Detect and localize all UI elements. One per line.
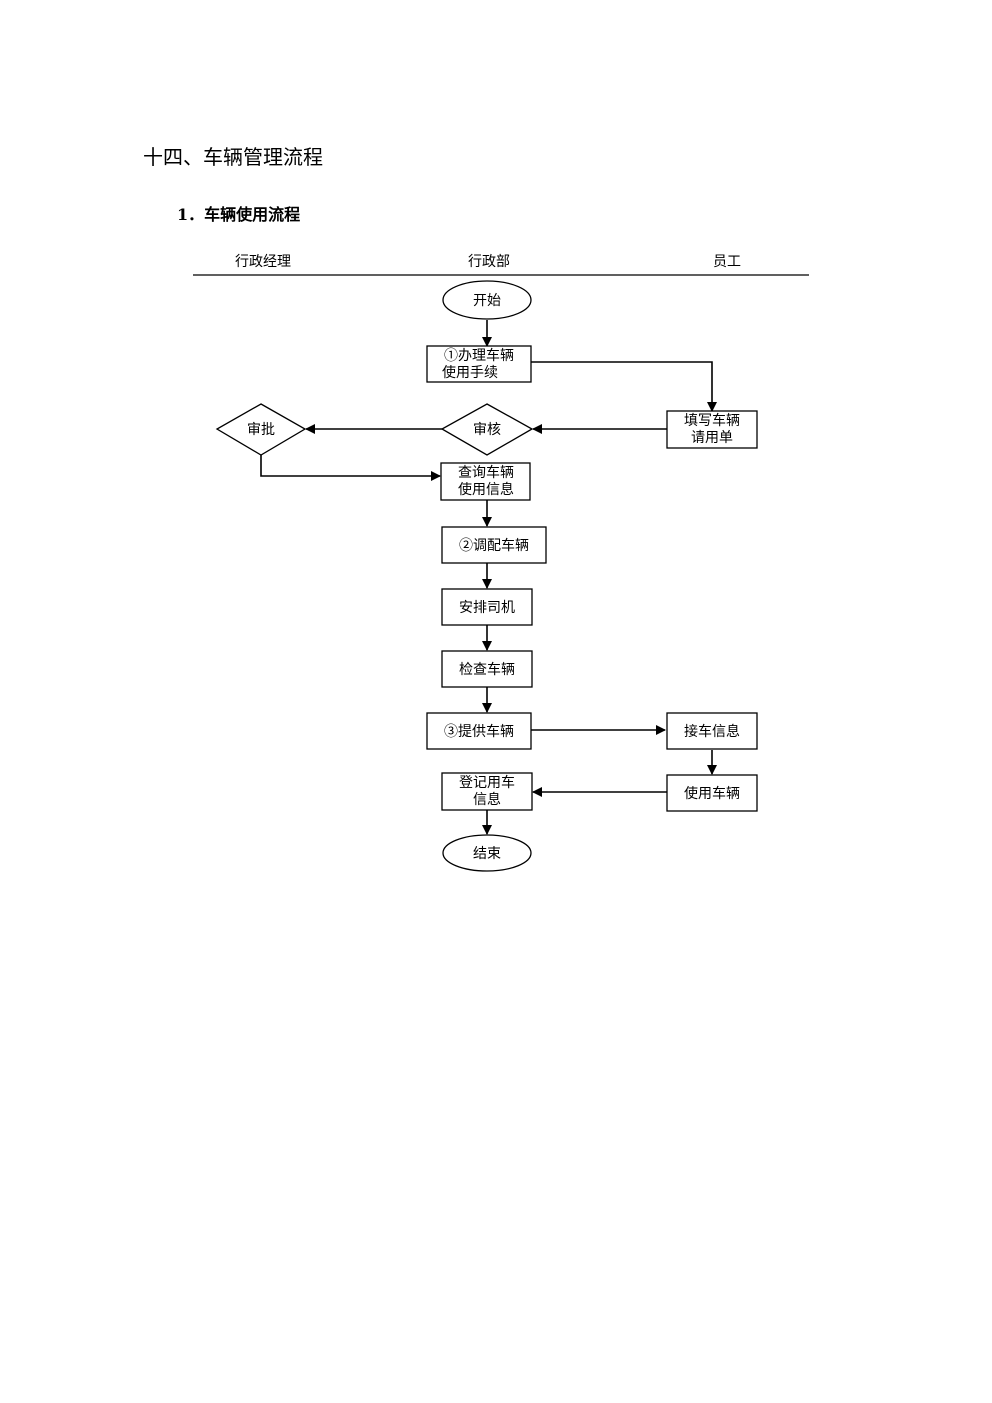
node-start: 开始	[442, 280, 532, 320]
node-review: 审核	[440, 403, 534, 456]
node-review-label: 审核	[473, 422, 501, 438]
node-handle-procedures: ①办理车辆 使用手续	[426, 345, 532, 383]
subsection-title: 1．车辆使用流程	[177, 205, 301, 224]
node-pickup-info: 接车信息	[666, 712, 758, 750]
node-handle-line2: 使用手续	[442, 364, 498, 381]
node-query-line2: 使用信息	[458, 481, 514, 498]
node-pickup-label: 接车信息	[684, 723, 740, 740]
node-start-label: 开始	[473, 293, 501, 309]
node-dispatch-label: ②调配车辆	[459, 537, 529, 554]
node-query-usage: 查询车辆 使用信息	[440, 462, 531, 501]
node-end-label: 结束	[473, 846, 501, 862]
node-dispatch-vehicle: ②调配车辆	[441, 526, 547, 564]
node-record-line2: 信息	[473, 791, 501, 808]
node-handle-line1: ①办理车辆	[444, 347, 514, 364]
node-approve: 审批	[215, 403, 307, 456]
node-record-usage: 登记用车 信息	[441, 772, 533, 811]
node-inspect-label: 检查车辆	[459, 661, 515, 678]
node-fill-request: 填写车辆 请用单	[666, 410, 758, 449]
node-record-line1: 登记用车	[459, 774, 515, 791]
node-approve-label: 审批	[247, 422, 275, 438]
node-use-label: 使用车辆	[684, 785, 740, 802]
lane-label-employee: 员工	[713, 254, 741, 270]
lane-label-manager: 行政经理	[235, 254, 291, 270]
node-use-vehicle: 使用车辆	[666, 774, 758, 812]
node-fill-line1: 填写车辆	[684, 412, 740, 429]
lane-label-admin: 行政部	[468, 254, 510, 270]
node-inspect-vehicle: 检查车辆	[441, 650, 533, 688]
node-provide-label: ③提供车辆	[444, 723, 514, 740]
node-arrange-label: 安排司机	[459, 600, 515, 616]
node-end: 结束	[442, 834, 532, 872]
node-arrange-driver: 安排司机	[441, 588, 533, 626]
arrow-handle-to-fill	[531, 361, 717, 412]
node-provide-vehicle: ③提供车辆	[426, 712, 532, 750]
section-title: 十四、车辆管理流程	[143, 145, 323, 169]
node-fill-line2: 请用单	[691, 430, 733, 446]
arrow-approve-to-query	[260, 455, 441, 481]
node-query-line1: 查询车辆	[458, 464, 514, 481]
